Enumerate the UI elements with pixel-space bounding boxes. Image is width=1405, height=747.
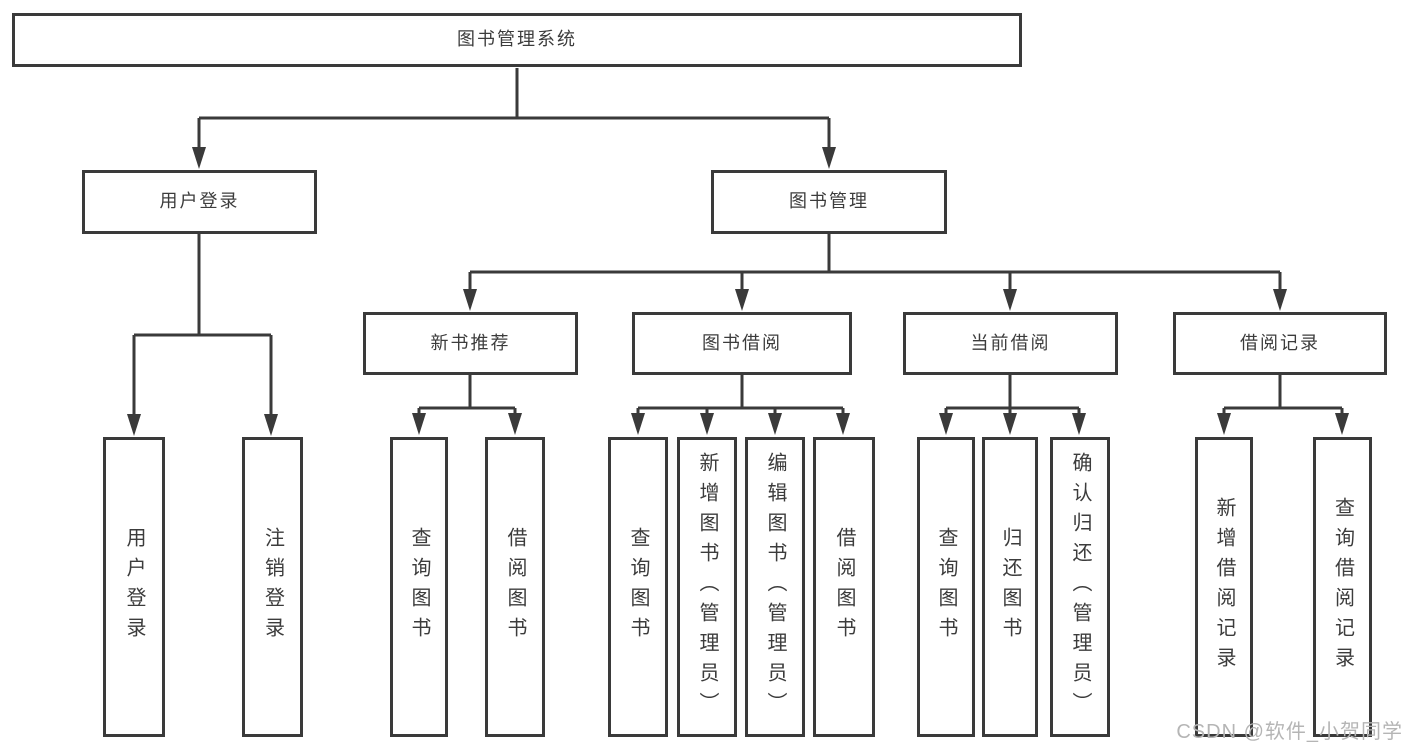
connector-book-management-to-level3 <box>463 234 1287 311</box>
node-book-management-label: 图书管理 <box>789 191 869 212</box>
node-leaf-records-add: 新增借阅记录 <box>1195 437 1253 737</box>
node-leaf-borrow-query-label: 查询图书 <box>627 527 649 647</box>
node-leaf-user-login: 用户登录 <box>103 437 165 737</box>
connector-user-login-to-leaves <box>127 234 278 436</box>
node-borrow-records: 借阅记录 <box>1173 312 1387 375</box>
node-leaf-current-return: 归还图书 <box>982 437 1038 737</box>
node-book-borrow-label: 图书借阅 <box>702 332 782 353</box>
node-leaf-borrow-edit-admin: 编辑图书（管理员） <box>745 437 805 737</box>
node-user-login-label: 用户登录 <box>159 191 240 212</box>
node-leaf-newbook-borrow: 借阅图书 <box>485 437 545 737</box>
node-leaf-logout-label: 注销登录 <box>261 527 284 647</box>
node-leaf-records-query: 查询借阅记录 <box>1313 437 1372 737</box>
node-leaf-newbook-query: 查询图书 <box>390 437 448 737</box>
node-current-borrow: 当前借阅 <box>903 312 1118 375</box>
connector-current-borrow-to-leaves <box>939 375 1086 435</box>
node-leaf-current-confirm-admin-label: 确认归还（管理员） <box>1069 452 1091 722</box>
node-leaf-borrow-add-admin-label: 新增图书（管理员） <box>696 452 718 722</box>
node-user-login: 用户登录 <box>82 170 317 234</box>
connector-root-to-level2 <box>192 68 836 169</box>
connector-borrow-records-to-leaves <box>1217 375 1349 435</box>
node-leaf-borrow-query: 查询图书 <box>608 437 668 737</box>
connector-book-borrow-to-leaves <box>631 375 850 435</box>
node-new-book-recommend-label: 新书推荐 <box>430 332 511 353</box>
node-library-system-label: 图书管理系统 <box>457 29 577 50</box>
node-library-system: 图书管理系统 <box>12 13 1022 67</box>
node-leaf-newbook-borrow-label: 借阅图书 <box>504 527 526 647</box>
node-current-borrow-label: 当前借阅 <box>970 332 1051 353</box>
connector-new-book-to-leaves <box>412 375 522 435</box>
node-leaf-user-login-label: 用户登录 <box>123 527 145 647</box>
node-leaf-borrow-edit-admin-label: 编辑图书（管理员） <box>764 452 786 722</box>
node-leaf-borrow-borrow: 借阅图书 <box>813 437 875 737</box>
node-leaf-current-query: 查询图书 <box>917 437 975 737</box>
node-leaf-current-confirm-admin: 确认归还（管理员） <box>1050 437 1110 737</box>
node-new-book-recommend: 新书推荐 <box>363 312 578 375</box>
node-leaf-newbook-query-label: 查询图书 <box>408 527 430 647</box>
node-leaf-current-return-label: 归还图书 <box>999 527 1021 647</box>
node-borrow-records-label: 借阅记录 <box>1240 332 1320 353</box>
node-leaf-borrow-borrow-label: 借阅图书 <box>833 527 855 647</box>
watermark: CSDN @软件_小贺同学 <box>1176 721 1403 743</box>
node-leaf-records-add-label: 新增借阅记录 <box>1213 497 1235 677</box>
node-leaf-current-query-label: 查询图书 <box>935 527 957 647</box>
node-leaf-records-query-label: 查询借阅记录 <box>1331 497 1354 677</box>
node-leaf-logout: 注销登录 <box>242 437 303 737</box>
node-book-borrow: 图书借阅 <box>632 312 852 375</box>
node-book-management: 图书管理 <box>711 170 947 234</box>
node-leaf-borrow-add-admin: 新增图书（管理员） <box>677 437 737 737</box>
